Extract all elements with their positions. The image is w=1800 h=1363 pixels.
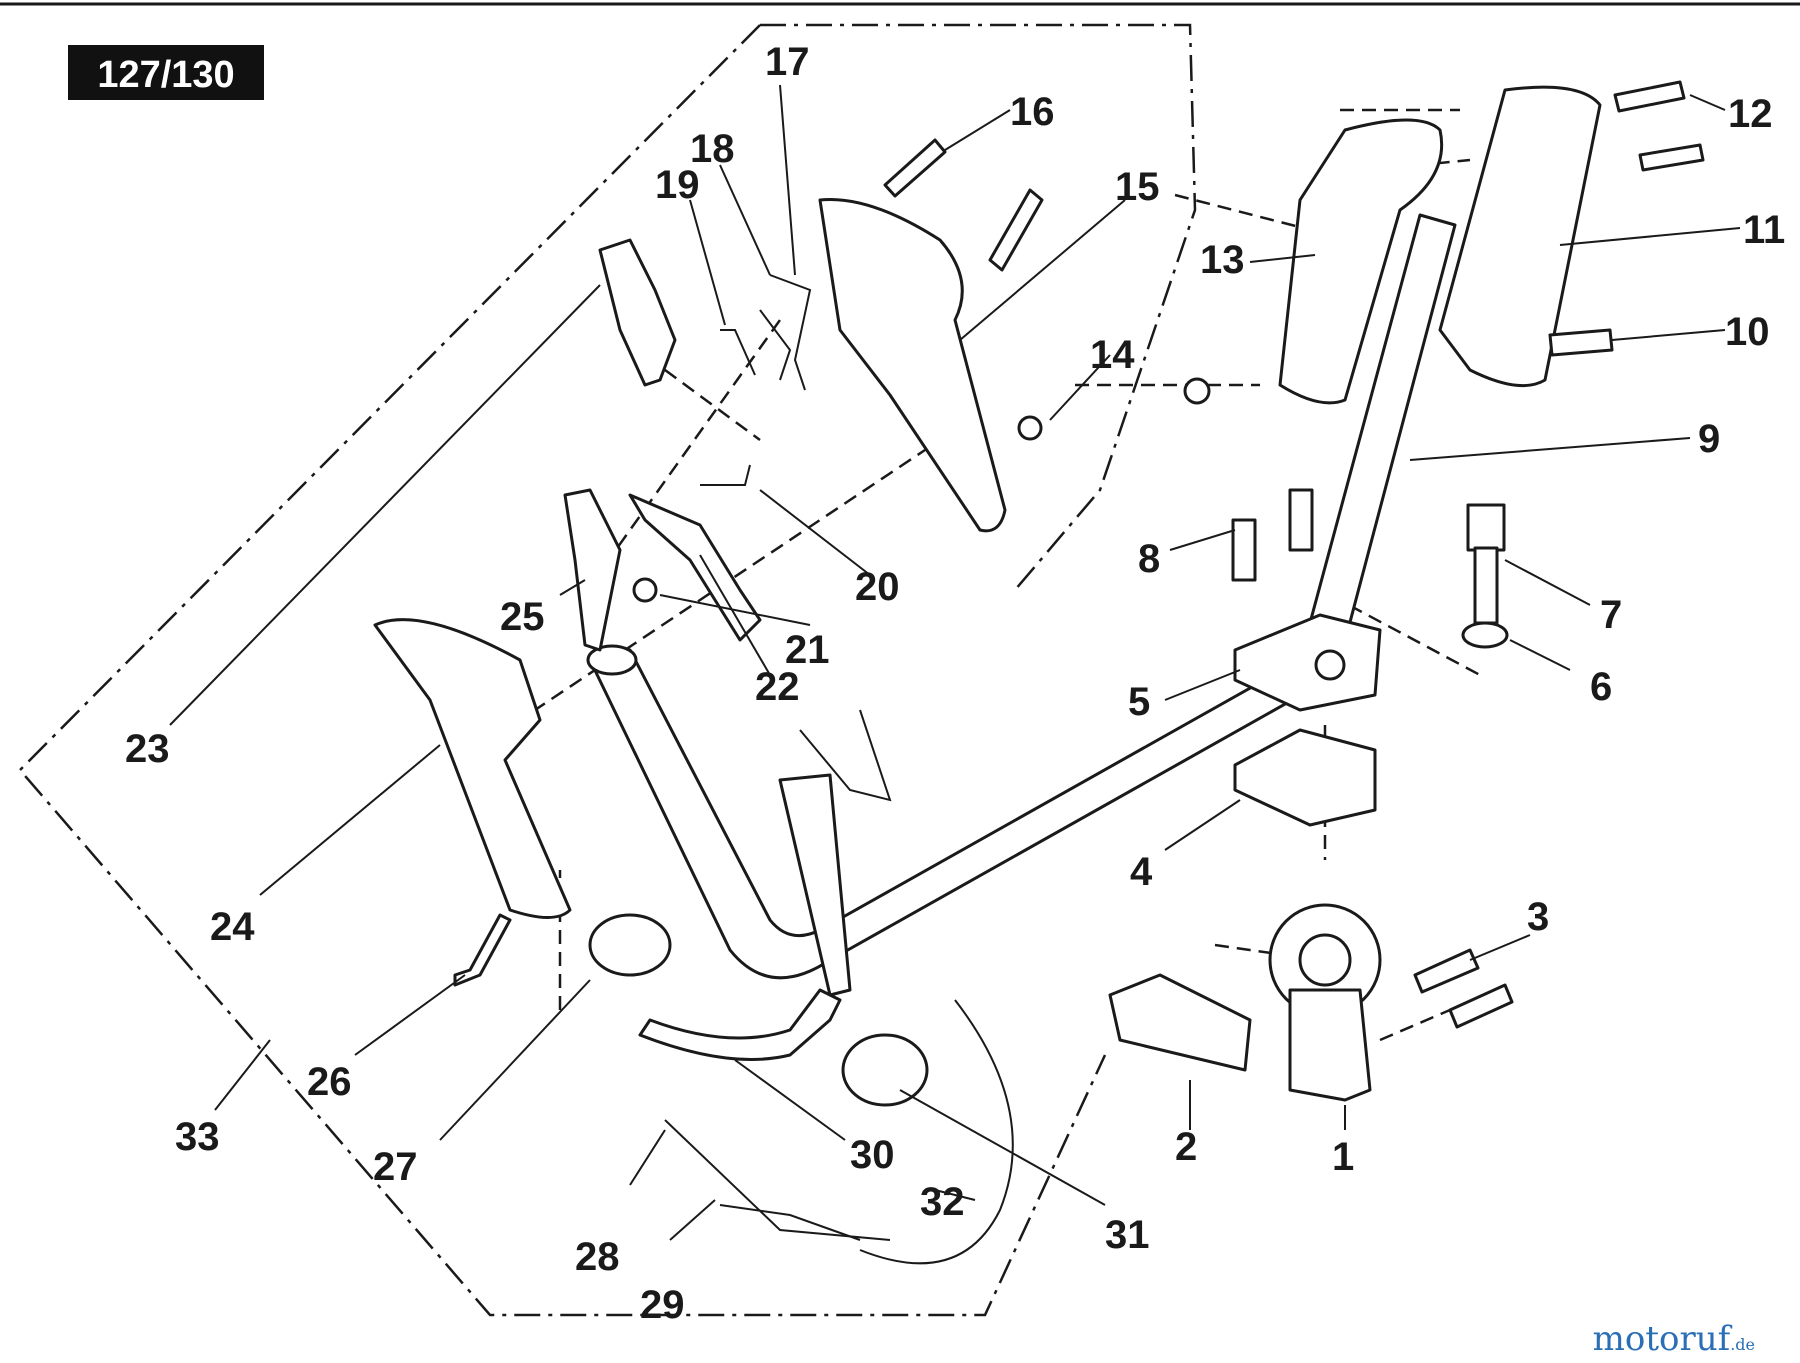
callout-8: 8 (1138, 537, 1160, 581)
diagram-number: 127/130 (97, 54, 234, 96)
screw-12b (1638, 143, 1705, 172)
callout-4: 4 (1130, 850, 1153, 894)
bolt-shank (1473, 546, 1499, 625)
callout-17: 17 (765, 40, 810, 84)
callout-14: 14 (1090, 333, 1135, 377)
callout-27: 27 (373, 1145, 418, 1189)
lever-part (628, 493, 762, 642)
screw-3b (1448, 983, 1514, 1029)
clamp-top-hole (1314, 649, 1346, 681)
callout-1: 1 (1332, 1135, 1354, 1179)
watermark: motoruf.de (1593, 1319, 1755, 1359)
callout-29: 29 (640, 1283, 685, 1327)
clip-strip-part (1108, 973, 1252, 1072)
callout-19: 19 (655, 163, 700, 207)
ring-part (588, 913, 672, 977)
pin-19 (720, 329, 756, 376)
handle-bar-part (588, 648, 1312, 980)
clamp-bottom-part (1233, 728, 1377, 827)
callouts: 1 2 3 4 5 6 7 8 9 10 11 12 13 14 15 16 1… (125, 40, 1785, 1327)
cable-29 (719, 1204, 861, 1241)
callout-2: 2 (1175, 1125, 1197, 1169)
nut-14a (1183, 377, 1211, 405)
callout-15: 15 (1115, 165, 1160, 209)
diagram-number-badge: 127/130 (68, 45, 264, 100)
callout-20: 20 (855, 565, 900, 609)
callout-22: 22 (755, 665, 800, 709)
screw-12a (1613, 80, 1686, 113)
callout-10: 10 (1725, 310, 1770, 354)
bolt-head (1466, 503, 1506, 552)
callout-3: 3 (1527, 895, 1549, 939)
callout-30: 30 (850, 1133, 895, 1177)
switch-block-part (598, 238, 677, 387)
callout-6: 6 (1590, 665, 1612, 709)
spring-17 (769, 274, 812, 391)
callout-26: 26 (307, 1060, 352, 1104)
callout-33: 33 (175, 1115, 220, 1159)
grip-part (1278, 118, 1444, 405)
clamp-ring-part (841, 1033, 929, 1107)
handle-housing-part (1438, 85, 1602, 388)
mount-base-part (1288, 988, 1372, 1102)
washer-part (1461, 621, 1509, 649)
callout-31: 31 (1105, 1213, 1150, 1257)
spiral-sleeve-upper-part (778, 773, 852, 997)
callout-13: 13 (1200, 238, 1245, 282)
callout-28: 28 (575, 1235, 620, 1279)
screw-26-part (453, 913, 512, 987)
pin-20 (700, 464, 751, 486)
callout-12: 12 (1728, 92, 1773, 136)
callout-32: 32 (920, 1180, 965, 1224)
leader-lines (169, 84, 1741, 1241)
wire-part (859, 999, 1014, 1265)
washer-21 (632, 577, 658, 603)
gear-hub (1298, 933, 1352, 987)
watermark-suffix: .de (1730, 1335, 1755, 1354)
callout-23: 23 (125, 727, 170, 771)
callout-11: 11 (1743, 208, 1785, 252)
callout-16: 16 (1010, 90, 1055, 134)
watermark-text: motoruf (1593, 1319, 1733, 1359)
bracket-part (563, 488, 622, 652)
callout-21: 21 (785, 628, 830, 672)
callout-18: 18 (690, 127, 735, 171)
bar-end-opening (586, 644, 638, 676)
clamp-top-part (1233, 613, 1382, 712)
callout-5: 5 (1128, 680, 1150, 724)
callout-24: 24 (210, 905, 255, 949)
throttle-housing-part (818, 198, 1007, 533)
screw-8b (1288, 488, 1314, 552)
nut-14b (1017, 415, 1043, 441)
callout-25: 25 (500, 595, 545, 639)
callout-7: 7 (1600, 593, 1622, 637)
screw-16a (883, 138, 947, 198)
callout-9: 9 (1698, 417, 1720, 461)
cover-part (373, 618, 572, 919)
screw-16b (988, 188, 1044, 272)
spiral-sleeve-part (638, 988, 842, 1061)
cable-upper (799, 709, 892, 802)
assembly-boundary (18, 23, 1197, 1317)
screw-10 (1548, 328, 1614, 357)
screw-8a (1231, 518, 1257, 582)
spring-18 (759, 309, 792, 381)
screw-3a (1413, 948, 1480, 994)
